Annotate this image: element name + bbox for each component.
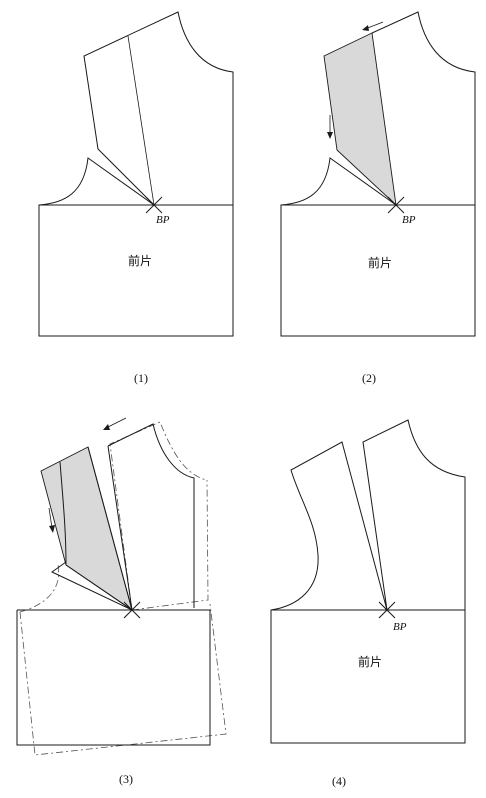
panel-1: BP 前片 (1) bbox=[38, 11, 234, 385]
panel-4-number: (4) bbox=[332, 774, 346, 788]
panel-3-neck-and-side bbox=[107, 423, 195, 608]
panel-3: (3) bbox=[16, 417, 227, 786]
panel-1-bp-label: BP bbox=[156, 214, 170, 226]
panel-1-piece-label: 前片 bbox=[128, 253, 152, 268]
panel-1-bp-mark bbox=[145, 196, 163, 214]
panel-4-bodice-rectangle bbox=[270, 609, 466, 744]
panel-1-upper-bodice bbox=[38, 11, 234, 206]
panel-3-dart-lines bbox=[51, 445, 133, 611]
panel-1-shoulder-dart-line bbox=[127, 35, 155, 206]
panel-3-bp-mark bbox=[123, 601, 141, 619]
panel-4-bp-mark bbox=[378, 601, 396, 619]
panel-2-bp-label: BP bbox=[402, 214, 416, 226]
panel-2-upper-bodice bbox=[280, 11, 476, 206]
panel-2-arrow-side bbox=[327, 115, 333, 139]
panel-2-piece-label: 前片 bbox=[368, 255, 392, 270]
panel-1-number: (1) bbox=[134, 371, 148, 385]
panel-3-arrow-side bbox=[48, 507, 55, 533]
panel-2-bodice-rectangle bbox=[280, 204, 476, 337]
panel-3-number: (3) bbox=[119, 772, 133, 786]
panel-3-shaded-dart-area bbox=[40, 446, 133, 612]
panel-2: BP 前片 (2) bbox=[280, 11, 476, 385]
panel-4-bp-label: BP bbox=[393, 621, 407, 633]
panel-2-number: (2) bbox=[362, 371, 376, 385]
panel-3-bodice-rectangle bbox=[16, 610, 211, 746]
panel-4-upper-bodice bbox=[270, 419, 466, 611]
panel-4: BP 前片 (4) bbox=[270, 419, 466, 788]
panel-3-original-outline bbox=[19, 421, 227, 756]
panel-4-piece-label: 前片 bbox=[358, 654, 382, 669]
panel-2-arrow-shoulder bbox=[362, 21, 384, 31]
panel-2-bp-mark bbox=[387, 196, 405, 214]
panel-3-arrow-shoulder bbox=[103, 417, 127, 430]
panel-1-bodice-rectangle bbox=[38, 204, 234, 337]
